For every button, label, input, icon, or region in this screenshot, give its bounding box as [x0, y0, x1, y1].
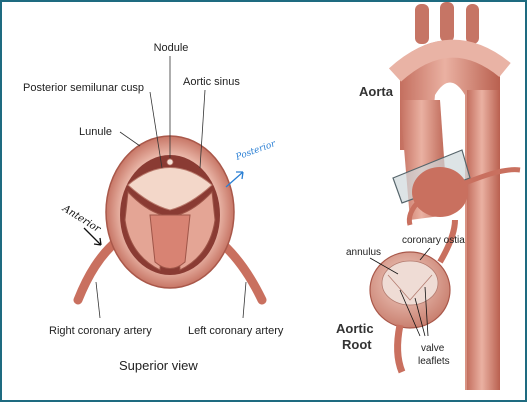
label-nodule: Nodule	[154, 42, 189, 54]
label-valve-leaflets-line1: valve	[421, 343, 445, 354]
label-aortic-root-line2: Root	[342, 337, 372, 352]
label-aortic-root-line1: Aortic	[336, 321, 374, 336]
label-coronary-ostia: coronary ostia	[402, 235, 465, 246]
nodule-mark	[167, 159, 173, 165]
label-aortic-sinus: Aortic sinus	[183, 76, 240, 88]
label-lunule: Lunule	[79, 126, 112, 138]
handwritten-posterior: Posterior	[234, 139, 278, 163]
handwritten-anterior: Anterior	[60, 203, 104, 236]
label-left-coronary-artery: Left coronary artery	[188, 325, 284, 337]
aorta-illustration	[370, 2, 520, 390]
inner-cusp-shape	[150, 215, 190, 269]
posterior-annotation: Posterior	[226, 139, 278, 187]
label-valve-leaflets-line2: leaflets	[418, 356, 450, 367]
label-annulus: annulus	[346, 247, 381, 258]
label-aorta: Aorta	[359, 84, 394, 99]
anterior-annotation: Anterior	[60, 203, 104, 245]
descending-aorta	[467, 90, 500, 390]
label-posterior-semilunar-cusp: Posterior semilunar cusp	[23, 82, 144, 94]
caption-superior-view: Superior view	[119, 358, 198, 373]
superior-view-illustration	[78, 136, 262, 300]
label-right-coronary-artery: Right coronary artery	[49, 325, 152, 337]
right-coronary-artery-vessel	[78, 240, 118, 300]
